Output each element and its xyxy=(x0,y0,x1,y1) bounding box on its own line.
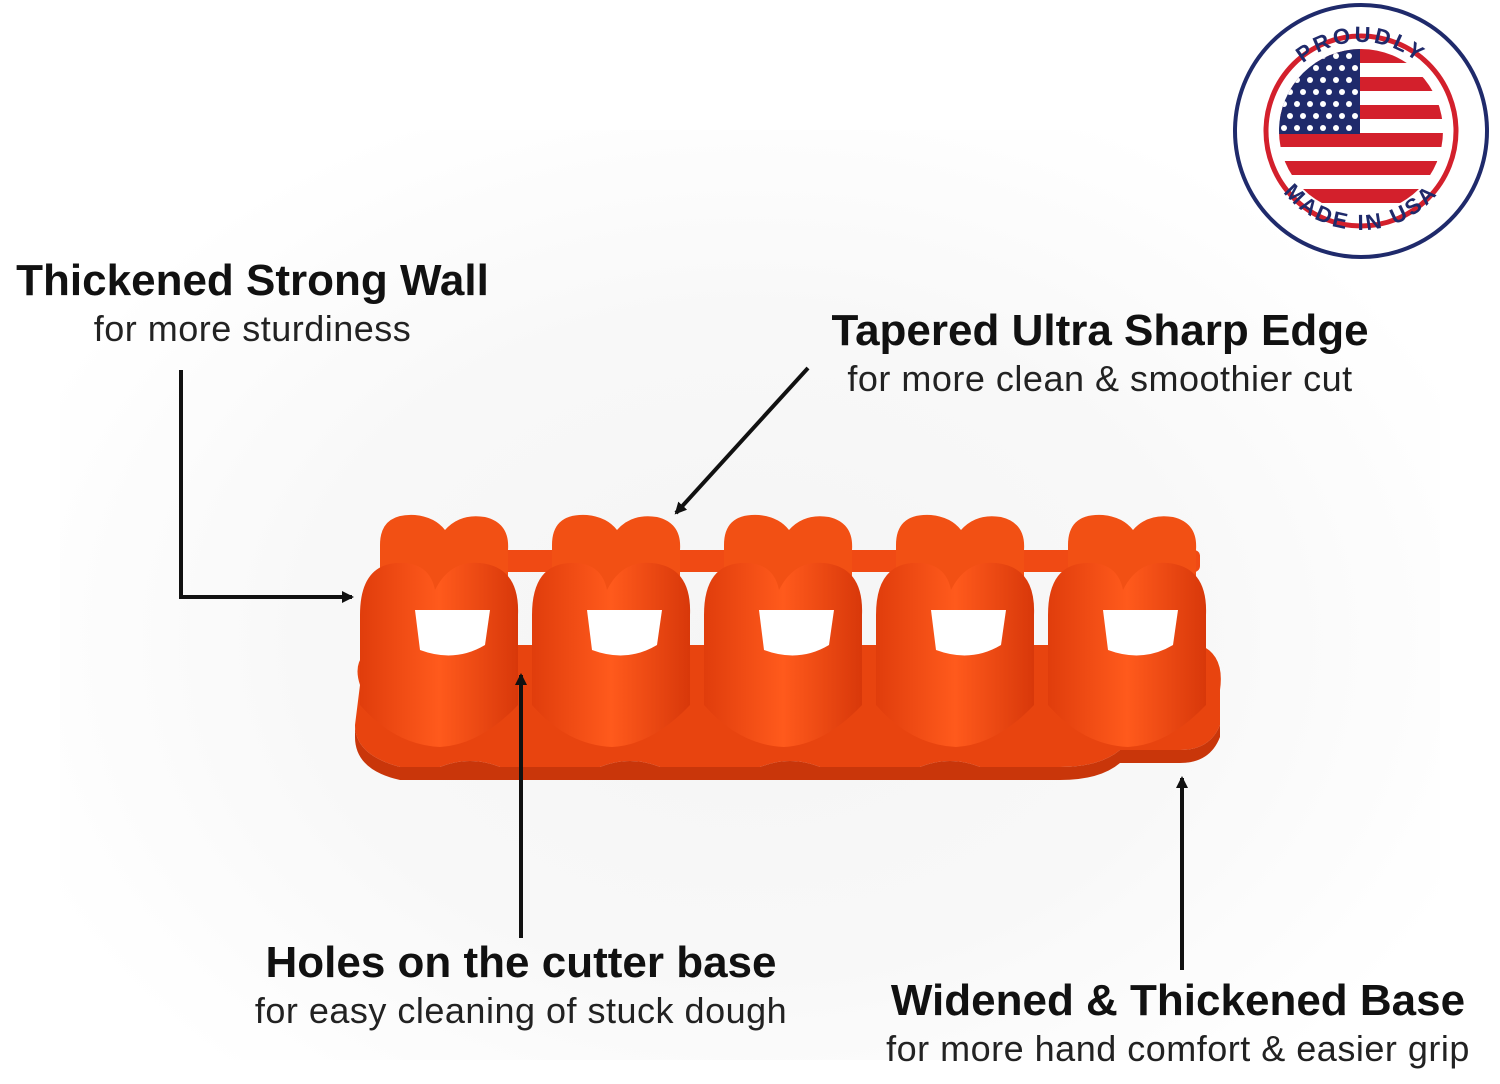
flag-star xyxy=(1326,113,1332,119)
cutter-shape xyxy=(360,514,519,747)
made-in-usa-badge: PROUDLY MADE IN USA xyxy=(1233,3,1489,259)
flag-star xyxy=(1339,65,1345,71)
flag-star xyxy=(1320,101,1326,107)
flag-star xyxy=(1313,113,1319,119)
flag-star xyxy=(1346,125,1352,131)
callout-subtitle: for easy cleaning of stuck dough xyxy=(254,989,788,1031)
flag-star xyxy=(1339,89,1345,95)
callout-sharp-edge: Tapered Ultra Sharp Edge for more clean … xyxy=(812,306,1388,400)
us-flag-icon xyxy=(1279,49,1443,213)
callout-subtitle: for more hand comfort & easier grip xyxy=(886,1027,1470,1069)
cutter-shape xyxy=(532,514,691,747)
callout-subtitle: for more sturdiness xyxy=(93,307,412,349)
flag-star xyxy=(1333,125,1339,131)
flag-star xyxy=(1320,77,1326,83)
cookie-cutter-image xyxy=(355,514,1221,780)
flag-star xyxy=(1313,65,1319,71)
flag-star xyxy=(1326,65,1332,71)
flag-star xyxy=(1294,101,1300,107)
flag-star xyxy=(1300,89,1306,95)
flag-star xyxy=(1300,113,1306,119)
flag-star xyxy=(1333,53,1339,59)
callout-subtitle: for more clean & smoothier cut xyxy=(847,357,1353,399)
callout-title: Thickened Strong Wall xyxy=(16,256,489,305)
flag-star xyxy=(1307,125,1313,131)
flag-star xyxy=(1307,77,1313,83)
flag-star xyxy=(1352,65,1358,71)
flag-star xyxy=(1281,125,1287,131)
callout-title: Tapered Ultra Sharp Edge xyxy=(831,306,1369,355)
flag-star xyxy=(1307,101,1313,107)
flag-star xyxy=(1333,77,1339,83)
callout-widened-base: Widened & Thickened Base for more hand c… xyxy=(856,976,1500,1070)
flag-star xyxy=(1333,101,1339,107)
cutter-shape xyxy=(704,514,863,747)
callout-title: Holes on the cutter base xyxy=(265,938,777,987)
flag-star xyxy=(1352,89,1358,95)
flag-star xyxy=(1339,113,1345,119)
flag-star xyxy=(1346,53,1352,59)
flag-star xyxy=(1287,113,1293,119)
flag-star xyxy=(1294,125,1300,131)
callout-thickened-wall: Thickened Strong Wall for more sturdines… xyxy=(0,256,505,350)
cutter-shape xyxy=(1048,514,1207,747)
callout-title: Widened & Thickened Base xyxy=(890,976,1466,1025)
flag-star xyxy=(1346,101,1352,107)
flag-star xyxy=(1346,77,1352,83)
cutter-shape xyxy=(876,514,1035,747)
flag-star xyxy=(1313,89,1319,95)
flag-star xyxy=(1320,125,1326,131)
callout-base-holes: Holes on the cutter base for easy cleani… xyxy=(226,938,816,1032)
flag-star xyxy=(1326,89,1332,95)
flag-star xyxy=(1352,113,1358,119)
